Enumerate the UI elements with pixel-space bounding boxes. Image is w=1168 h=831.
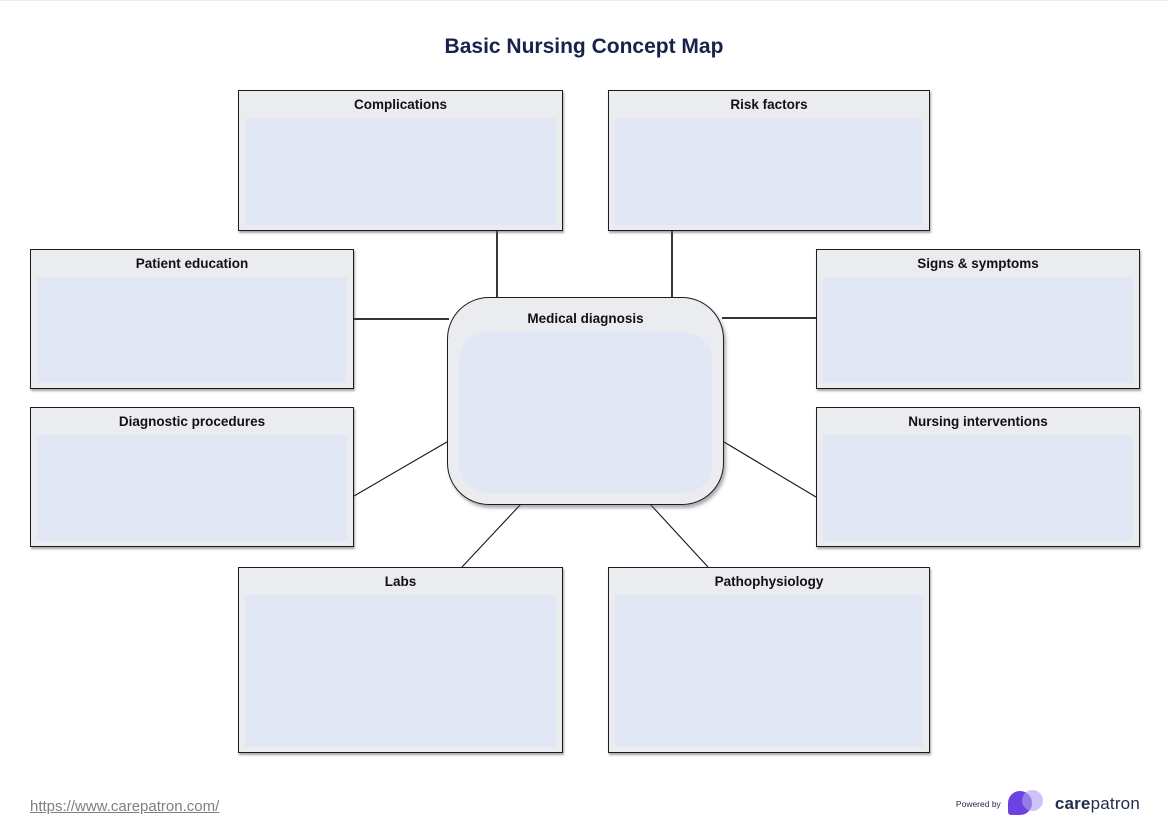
node-complications[interactable]: Complications [238,90,563,231]
node-complications-label: Complications [353,97,447,112]
node-diagnostic-procedures-label: Diagnostic procedures [118,414,266,429]
node-medical-diagnosis-label: Medical diagnosis [527,311,644,326]
brand-wordmark-bold: care [1054,793,1091,813]
node-diagnostic-procedures-body[interactable] [37,435,347,541]
node-labs-label: Labs [384,574,417,589]
logo-bubble-light [1021,790,1043,811]
brand-wordmark-regular: patron [1090,793,1140,813]
node-patient-education-label: Patient education [135,256,249,271]
node-pathophysiology[interactable]: Pathophysiology [608,567,930,753]
node-risk-factors[interactable]: Risk factors [608,90,930,231]
powered-by-label: Powered by [955,798,1001,809]
connector-labs [461,503,522,568]
node-signs-symptoms-body[interactable] [823,277,1133,383]
node-diagnostic-procedures[interactable]: Diagnostic procedures [30,407,354,547]
powered-by-brand: Powered by carepatron [956,790,1140,817]
node-complications-body[interactable] [245,118,556,225]
node-medical-diagnosis-body[interactable] [459,332,712,493]
node-nursing-interventions[interactable]: Nursing interventions [816,407,1140,547]
node-nursing-interventions-label: Nursing interventions [908,414,1048,429]
node-nursing-interventions-body[interactable] [823,435,1133,541]
carepatron-logo-icon [1007,790,1048,817]
node-signs-symptoms[interactable]: Signs & symptoms [816,249,1140,389]
node-risk-factors-body[interactable] [615,118,923,225]
node-labs-body[interactable] [245,595,556,747]
page-title: Basic Nursing Concept Map [444,35,724,58]
brand-wordmark: carepatron [1055,794,1140,814]
connector-diagnostic-procedures [353,438,453,497]
node-risk-factors-label: Risk factors [730,97,808,112]
node-signs-symptoms-label: Signs & symptoms [917,256,1039,271]
node-patient-education[interactable]: Patient education [30,249,354,389]
node-pathophysiology-label: Pathophysiology [714,574,824,589]
node-patient-education-body[interactable] [37,277,347,383]
connector-nursing-interventions [718,438,817,498]
node-medical-diagnosis[interactable]: Medical diagnosis [447,297,724,505]
node-pathophysiology-body[interactable] [615,595,923,747]
carepatron-link[interactable]: https://www.carepatron.com/ [30,798,220,815]
connector-pathophysiology [649,503,709,568]
node-labs[interactable]: Labs [238,567,563,753]
